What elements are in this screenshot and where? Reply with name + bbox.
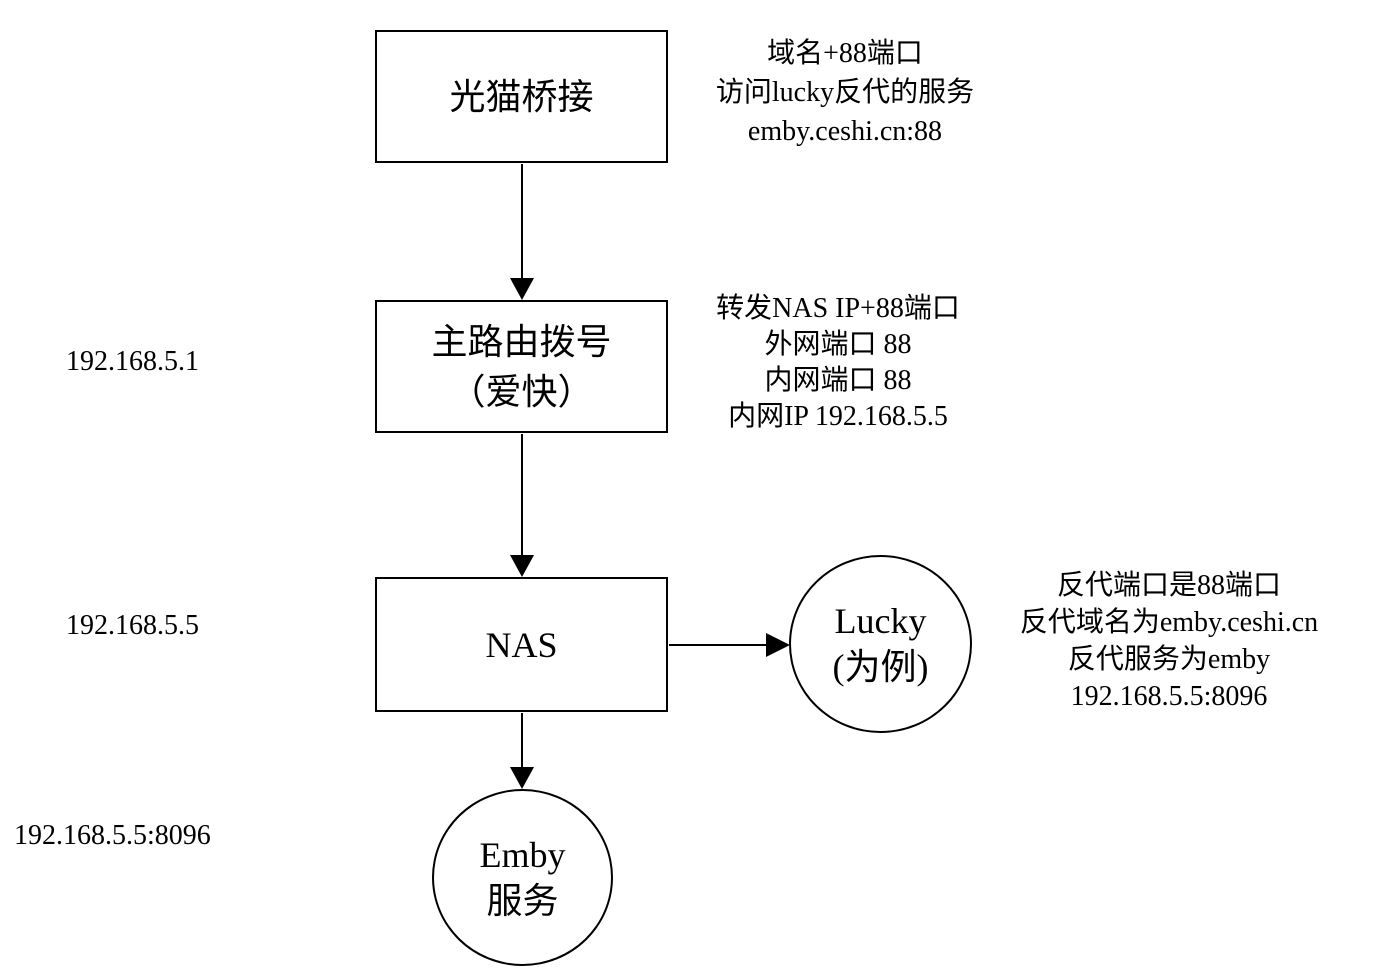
node-nas-label: NAS [485, 624, 558, 665]
annotation-router-line1: 转发NAS IP+88端口 [716, 293, 960, 324]
arrow-down-modem-to-router-icon [510, 164, 534, 300]
node-lucky: Lucky (为例) [789, 555, 972, 733]
nas-ip-label: 192.168.5.5 [66, 610, 199, 641]
node-nas: NAS [375, 577, 668, 712]
node-modem-bridge: 光猫桥接 [375, 30, 668, 163]
annotation-lucky-line1: 反代端口是88端口 [1056, 570, 1281, 601]
annotation-router: 转发NAS IP+88端口 外网端口 88 内网端口 88 内网IP 192.1… [688, 291, 988, 435]
node-router-label-line1: 主路由拨号 [431, 321, 612, 362]
annotation-modem-line1: 域名+88端口 [767, 38, 923, 69]
annotation-router-line2: 外网端口 88 [764, 329, 912, 360]
annotation-modem-line2: 访问lucky反代的服务 [715, 77, 975, 108]
node-main-router: 主路由拨号 （爱快） [375, 300, 668, 433]
arrow-right-nas-to-lucky-icon [669, 633, 790, 657]
node-emby-label-line2: 服务 [486, 880, 559, 921]
node-modem-label: 光猫桥接 [449, 76, 594, 117]
annotation-lucky-line4: 192.168.5.5:8096 [1070, 681, 1268, 712]
annotation-lucky: 反代端口是88端口 反代域名为emby.ceshi.cn 反代服务为emby 1… [983, 567, 1355, 715]
node-lucky-label-line1: Lucky [834, 601, 927, 641]
node-router-label-line2: （爱快） [449, 371, 594, 412]
node-lucky-label-line2: (为例) [832, 647, 929, 687]
node-emby-label-line1: Emby [479, 834, 566, 875]
annotation-modem-line3: emby.ceshi.cn:88 [747, 116, 943, 147]
annotation-lucky-line3: 反代服务为emby [1067, 644, 1271, 675]
annotation-modem: 域名+88端口 访问lucky反代的服务 emby.ceshi.cn:88 [690, 34, 1000, 151]
node-emby-service: Emby 服务 [432, 789, 613, 966]
router-ip-label: 192.168.5.1 [66, 346, 199, 377]
emby-address-label: 192.168.5.5:8096 [14, 820, 211, 851]
annotation-router-line4: 内网IP 192.168.5.5 [728, 401, 948, 432]
annotation-lucky-line2: 反代域名为emby.ceshi.cn [1019, 607, 1319, 638]
annotation-router-line3: 内网端口 88 [764, 365, 912, 396]
arrow-down-nas-to-emby-icon [510, 713, 534, 789]
arrow-down-router-to-nas-icon [510, 434, 534, 577]
